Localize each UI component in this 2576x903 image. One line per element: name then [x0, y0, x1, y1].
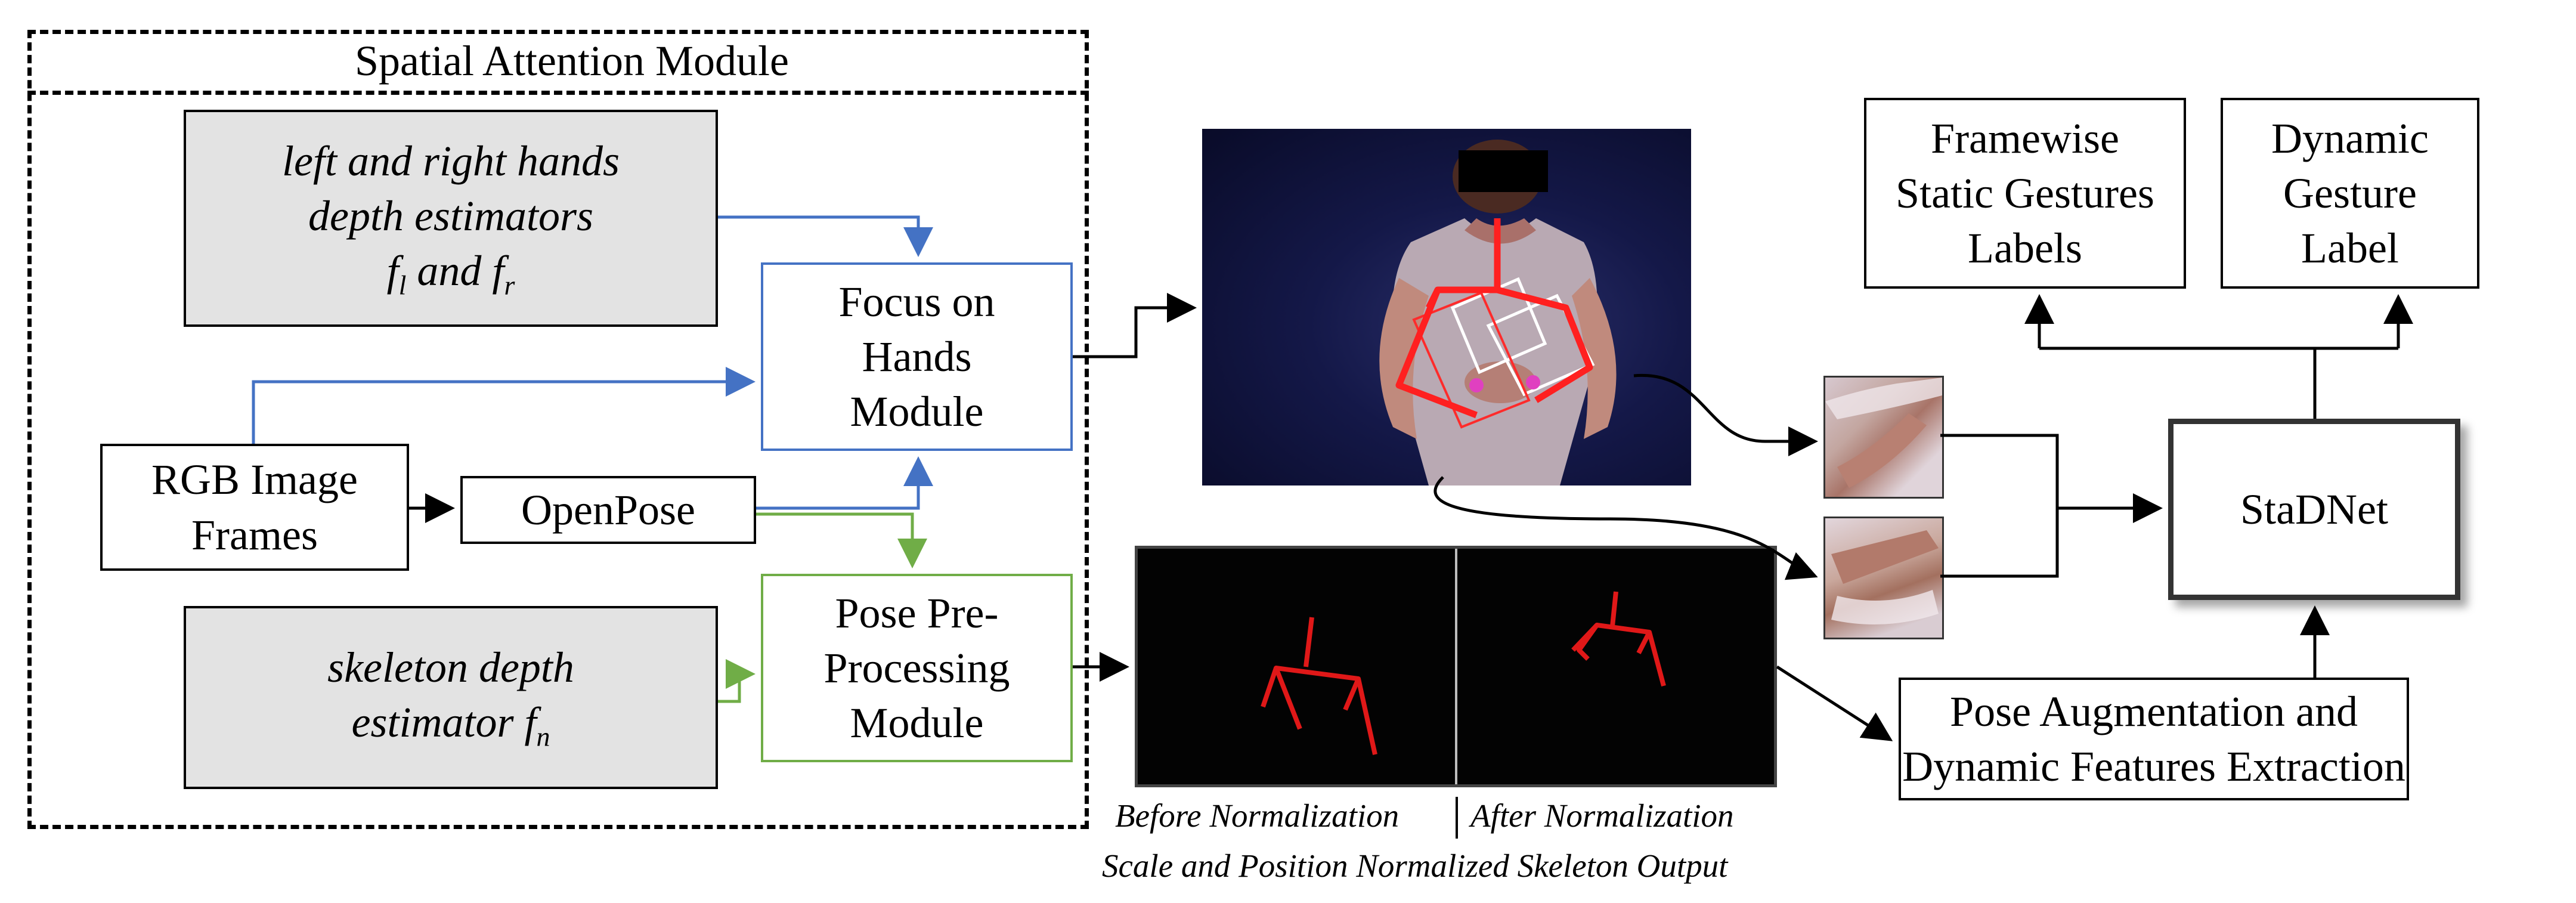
pose-preprocessing-module-box: Pose Pre- Processing Module: [761, 574, 1073, 762]
rgb-image-frames-box: RGB Image Frames: [100, 444, 409, 571]
hand-crop-bottom-graphic: [1831, 530, 1939, 624]
hand-crop-top: [1823, 376, 1944, 499]
caption-divider: [1456, 797, 1458, 839]
hands-depth-line3: fl and fr: [386, 247, 515, 301]
framewise-line3: Labels: [1968, 224, 2082, 273]
framewise-line1: Framewise: [1931, 114, 2119, 162]
hands-depth-line2: depth estimators: [308, 191, 593, 240]
green-flow-lines: [718, 512, 927, 703]
pose-module-line3: Module: [850, 699, 984, 747]
pose-augmentation-box: Pose Augmentation and Dynamic Features E…: [1899, 678, 2409, 800]
skeleton-depth-estimator-box: skeleton depth estimator fn: [184, 606, 718, 789]
framewise-line2: Static Gestures: [1896, 169, 2154, 217]
focus-module-line2: Hands: [862, 332, 972, 381]
before-normalization-label: Before Normalization: [1115, 797, 1400, 834]
person-skeleton-graphic: [1379, 140, 1617, 485]
spatial-attention-title-divider: [27, 91, 1089, 95]
black-flow-lines: [409, 293, 2413, 741]
skeleton-panel-divider: [1455, 549, 1457, 784]
dynamic-gesture-label-box: Dynamic Gesture Label: [2221, 98, 2479, 289]
openpose-label: OpenPose: [521, 485, 695, 534]
skeleton-depth-line2: estimator fn: [351, 698, 550, 752]
pose-module-line1: Pose Pre-: [835, 589, 999, 637]
pose-aug-line1: Pose Augmentation and: [1950, 687, 2358, 735]
spatial-attention-title: Spatial Attention Module: [355, 37, 789, 85]
dynamic-line2: Gesture: [2283, 169, 2417, 217]
framewise-static-gestures-box: Framewise Static Gestures Labels: [1864, 98, 2186, 289]
pose-module-line2: Processing: [823, 644, 1010, 692]
skeleton-output-panels: [1135, 546, 1777, 787]
rgb-frames-line2: Frames: [191, 511, 318, 559]
rgb-frames-line1: RGB Image: [151, 456, 358, 504]
focus-module-line1: Focus on: [838, 277, 995, 326]
dynamic-line3: Label: [2301, 224, 2399, 273]
after-normalization-label: After Normalization: [1470, 797, 1734, 834]
openpose-box: OpenPose: [460, 476, 756, 544]
focus-module-line3: Module: [850, 388, 984, 436]
skeleton-depth-line1: skeleton depth: [327, 644, 574, 692]
stadnet-box: StaDNet: [2168, 419, 2460, 600]
skeleton-before-normalization: [1261, 617, 1377, 755]
rgb-frame-image: [1202, 129, 1691, 485]
spatial-attention-region: [27, 30, 1089, 829]
hands-depth-line1: left and right hands: [281, 137, 620, 185]
skeleton-after-normalization: [1571, 591, 1666, 687]
hands-depth-estimators-box: left and right hands depth estimators fl…: [184, 110, 718, 327]
focus-hands-module-box: Focus on Hands Module: [761, 262, 1073, 451]
blue-flow-lines: [252, 215, 933, 510]
hand-crop-bottom: [1823, 517, 1944, 639]
stadnet-label: StaDNet: [2240, 485, 2388, 533]
hand-crop-top-graphic: [1825, 378, 1942, 488]
pose-aug-line2: Dynamic Features Extraction: [1902, 743, 2405, 790]
dynamic-line1: Dynamic: [2271, 114, 2429, 162]
skeleton-output-caption: Scale and Position Normalized Skeleton O…: [1102, 848, 1728, 884]
